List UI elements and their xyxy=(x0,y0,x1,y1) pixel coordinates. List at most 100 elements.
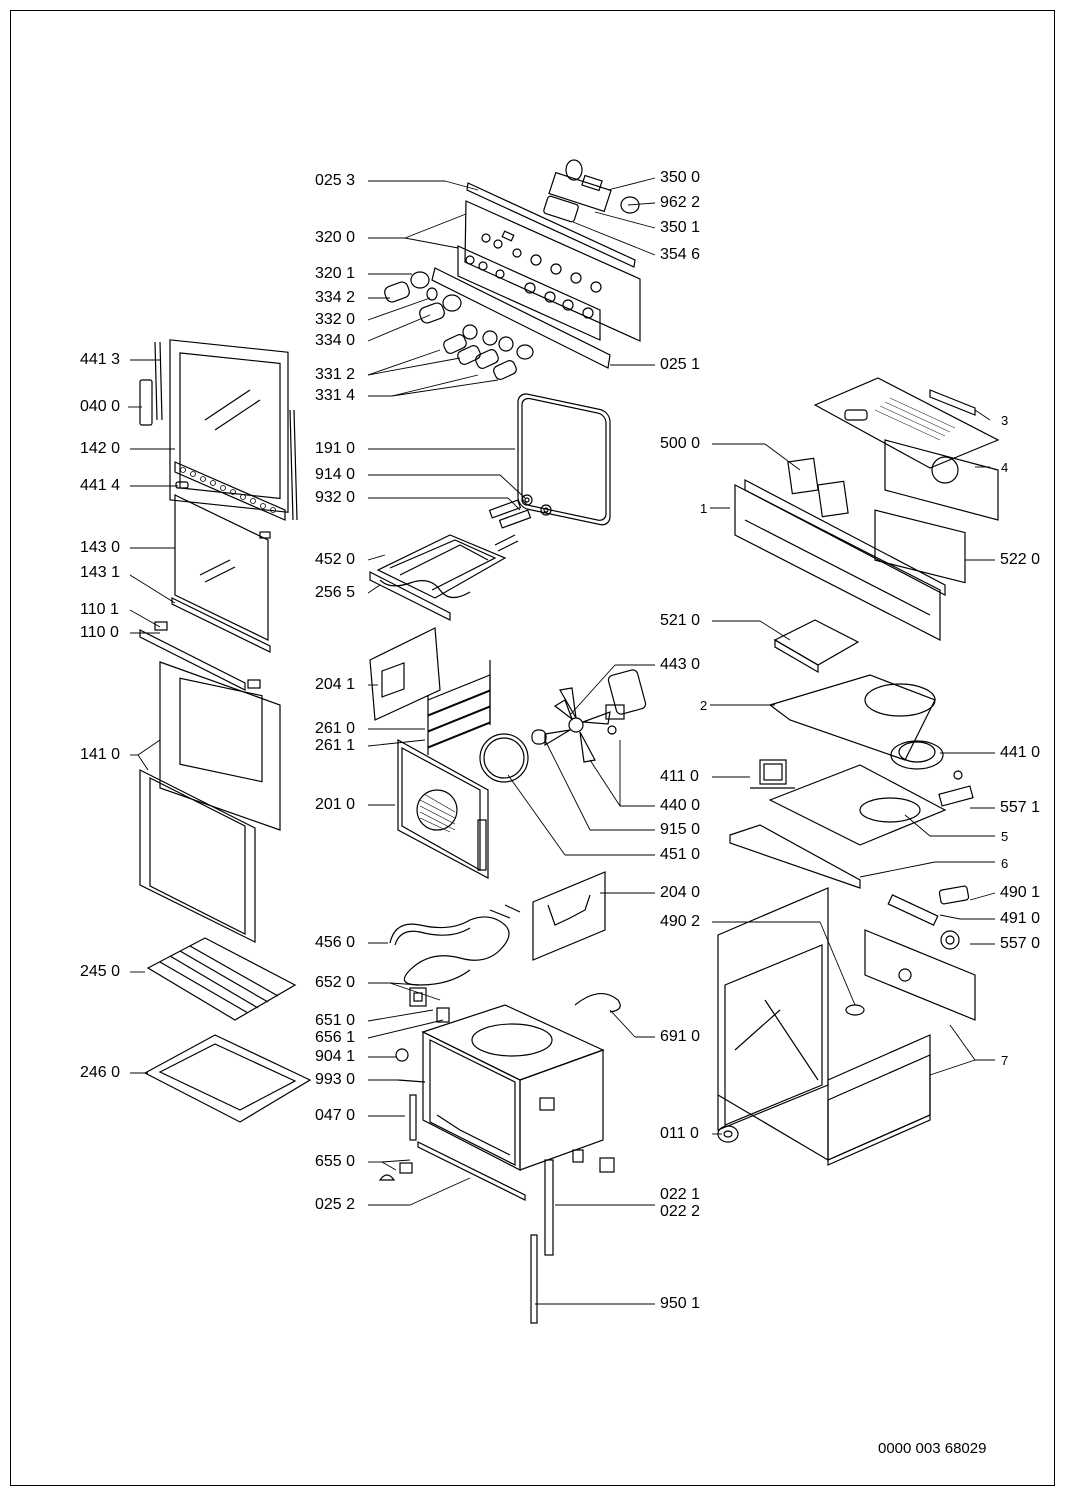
door-gasket xyxy=(517,393,611,526)
part-label-2450: 245 0 xyxy=(80,963,121,980)
part-label-3340: 334 0 xyxy=(315,332,356,349)
callout-5: 5 xyxy=(1001,829,1009,844)
front-frame-strip xyxy=(417,1141,526,1201)
part-label-0470: 047 0 xyxy=(315,1107,356,1124)
part-label-0253: 025 3 xyxy=(315,172,356,189)
part-label-9930: 993 0 xyxy=(315,1071,356,1088)
part-label-3320: 332 0 xyxy=(315,311,356,328)
part-label-4110: 411 0 xyxy=(660,768,699,785)
inner-glass-panel xyxy=(174,494,269,641)
door-outer-frame xyxy=(169,339,289,513)
side-panel xyxy=(369,627,441,721)
part-label-3201: 320 1 xyxy=(315,265,356,282)
part-label-2610: 261 0 xyxy=(315,720,356,737)
part-label-2460: 246 0 xyxy=(80,1064,121,1081)
part-label-4520: 452 0 xyxy=(315,551,356,568)
part-label-6561: 656 1 xyxy=(315,1029,356,1046)
part-label-0221: 022 1 xyxy=(660,1186,701,1203)
part-label-2565: 256 5 xyxy=(315,584,356,601)
adjustable-foot xyxy=(717,1125,739,1143)
oven-cavity xyxy=(421,1004,605,1171)
part-label-1431: 143 1 xyxy=(80,564,121,581)
part-label-0110: 011 0 xyxy=(660,1125,699,1142)
part-label-1420: 142 0 xyxy=(80,440,121,457)
top-cover xyxy=(813,377,1000,469)
part-label-3500: 350 0 xyxy=(660,169,701,186)
part-label-4910: 491 0 xyxy=(1000,910,1041,927)
outer-housing xyxy=(717,887,931,1166)
part-label-3501: 350 1 xyxy=(660,219,701,236)
part-label-4560: 456 0 xyxy=(315,934,356,951)
part-label-0222: 022 2 xyxy=(660,1203,701,1220)
back-panel xyxy=(864,929,976,1021)
cooling-fan-shroud xyxy=(768,674,936,761)
part-label-9501: 950 1 xyxy=(660,1295,701,1312)
document-number: 0000 003 68029 xyxy=(878,1440,987,1457)
part-label-3312: 331 2 xyxy=(315,366,356,383)
cooling-fan xyxy=(890,740,944,770)
fan-blade xyxy=(544,687,611,763)
part-label-9140: 914 0 xyxy=(315,466,356,483)
callout-3: 3 xyxy=(1001,413,1009,428)
part-label-4902: 490 2 xyxy=(660,913,701,930)
part-label-4414: 441 4 xyxy=(80,477,121,494)
part-label-9320: 932 0 xyxy=(315,489,356,506)
panel-trim-strip xyxy=(466,182,636,268)
control-panel-group xyxy=(384,159,641,380)
callout-6: 6 xyxy=(1001,856,1009,871)
part-label-6510: 651 0 xyxy=(315,1012,356,1029)
lower-heating-element xyxy=(389,904,521,986)
callout-2: 2 xyxy=(700,698,708,713)
base-plate xyxy=(768,764,947,846)
part-label-3342: 334 2 xyxy=(315,289,356,306)
rear-panel xyxy=(397,738,489,879)
part-label-5571: 557 1 xyxy=(1000,799,1041,816)
part-label-1100: 110 0 xyxy=(80,624,119,641)
part-label-6910: 691 0 xyxy=(660,1028,701,1045)
door-group xyxy=(139,339,312,1123)
callout-1: 1 xyxy=(700,501,708,516)
part-label-2611: 261 1 xyxy=(315,737,356,754)
cavity-parts-group xyxy=(369,393,647,1324)
part-label-1910: 191 0 xyxy=(315,440,356,457)
part-label-0400: 040 0 xyxy=(80,398,121,415)
callout-4: 4 xyxy=(1001,460,1009,475)
part-label-1101: 110 1 xyxy=(80,601,119,618)
part-label-2010: 201 0 xyxy=(315,796,356,813)
part-label-2040: 204 0 xyxy=(660,884,701,901)
part-label-6520: 652 0 xyxy=(315,974,356,991)
side-rails xyxy=(427,660,491,755)
part-label-9041: 904 1 xyxy=(315,1048,356,1065)
part-label-9150: 915 0 xyxy=(660,821,701,838)
fan-ring xyxy=(479,733,529,783)
baking-tray xyxy=(143,1034,312,1123)
wire-shelf xyxy=(146,937,297,1021)
part-label-5220: 522 0 xyxy=(1000,551,1041,568)
part-label-9622: 962 2 xyxy=(660,194,701,211)
knob-group xyxy=(384,271,534,380)
part-label-4413: 441 3 xyxy=(80,351,121,368)
part-label-2041: 204 1 xyxy=(315,676,356,693)
main-pcb xyxy=(773,619,860,666)
part-label-4410: 441 0 xyxy=(1000,744,1041,761)
fan-motor xyxy=(605,669,647,735)
leader-lines xyxy=(128,177,996,1305)
panel-bracket xyxy=(431,267,611,369)
rear-bracket xyxy=(532,871,606,961)
part-label-3546: 354 6 xyxy=(660,246,701,263)
part-label-5570: 557 0 xyxy=(1000,935,1041,952)
part-label-5210: 521 0 xyxy=(660,612,701,629)
control-panel-rear xyxy=(457,245,601,341)
part-label-1410: 141 0 xyxy=(80,746,121,763)
door-seal-frame xyxy=(139,769,256,943)
part-label-1430: 143 0 xyxy=(80,539,121,556)
callout-7: 7 xyxy=(1001,1053,1009,1068)
grill-element xyxy=(376,534,519,599)
part-label-0252: 025 2 xyxy=(315,1196,356,1213)
part-label-4430: 443 0 xyxy=(660,656,701,673)
part-label-4901: 490 1 xyxy=(1000,884,1041,901)
part-label-6550: 655 0 xyxy=(315,1153,356,1170)
part-label-3314: 331 4 xyxy=(315,387,356,404)
part-label-5000: 500 0 xyxy=(660,435,701,452)
